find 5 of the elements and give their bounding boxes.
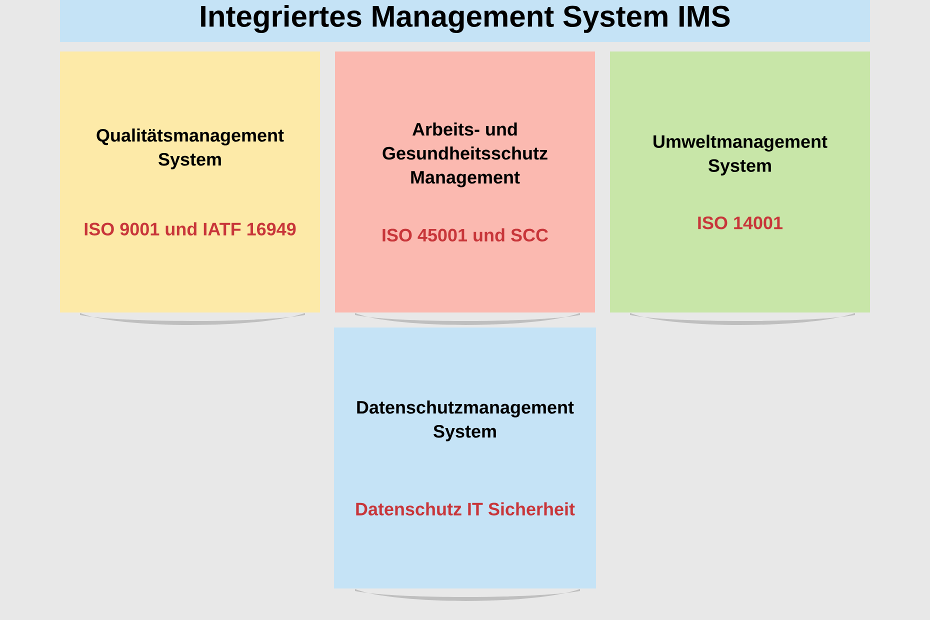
note-box: Umweltmanagement System ISO 14001 [610,52,870,312]
note-box: Datenschutzmanagement System Datenschutz IT Sicherheit [334,328,596,588]
note-box: Qualitätsmanagement System ISO 9001 und IATF 16949 [60,52,320,312]
title-band: Integriertes Management System IMS [60,0,870,42]
note-box: Arbeits- und Gesundheitsschutz Management ISO 45001 und SCC [335,52,595,312]
